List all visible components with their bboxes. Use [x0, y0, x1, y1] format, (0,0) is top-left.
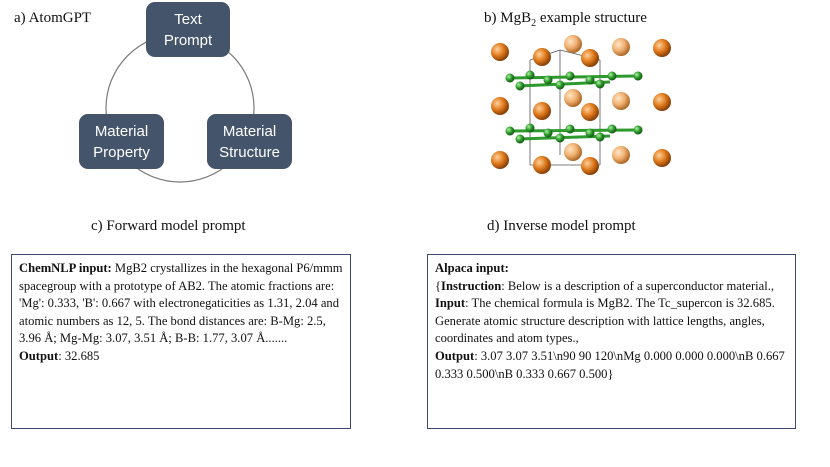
text-prompt-line2: Prompt	[163, 31, 213, 49]
panel-d-label: d) Inverse model prompt	[487, 218, 636, 234]
instruction-text: : Below is a description of a supercondu…	[501, 278, 775, 293]
inverse-input-label: Input	[435, 296, 466, 311]
alpaca-input-label: Alpaca input:	[435, 261, 509, 275]
inverse-output-label: Output	[435, 348, 475, 363]
inverse-output-text: : 3.07 3.07 3.51\n90 90 120\nMg 0.000 0.…	[435, 348, 785, 381]
instruction-label: Instruction	[441, 278, 502, 293]
panel-b-label-prefix: b) MgB	[484, 10, 532, 26]
panel-b-label: b) MgB2 example structure	[484, 10, 647, 29]
material-property-line2: Property	[93, 143, 150, 161]
material-structure-line2: Structure	[219, 143, 280, 161]
text-prompt-line1: Text	[174, 10, 202, 28]
material-property-line1: Material	[94, 122, 149, 140]
forward-output-value: : 32.685	[58, 348, 100, 363]
panel-b-label-suffix: example structure	[536, 10, 647, 26]
panel-c-label: c) Forward model prompt	[91, 218, 246, 234]
panel-b-label-sub: 2	[531, 18, 537, 29]
panel-a-label: a) AtomGPT	[14, 10, 92, 26]
material-structure-line1: Material	[222, 122, 277, 140]
inverse-input-text: : The chemical formula is MgB2. The Tc_s…	[435, 296, 775, 346]
brace-open: {	[435, 278, 442, 293]
chemnlp-input-text: MgB2 crystallizes in the hexagonal P6/mm…	[19, 261, 343, 346]
chemnlp-input-label: ChemNLP input:	[19, 261, 112, 275]
inverse-prompt-box: Alpaca input: {Instruction: Below is a d…	[427, 254, 796, 429]
forward-prompt-box: ChemNLP input: MgB2 crystallizes in the …	[11, 254, 351, 429]
forward-output-label: Output	[19, 348, 59, 363]
